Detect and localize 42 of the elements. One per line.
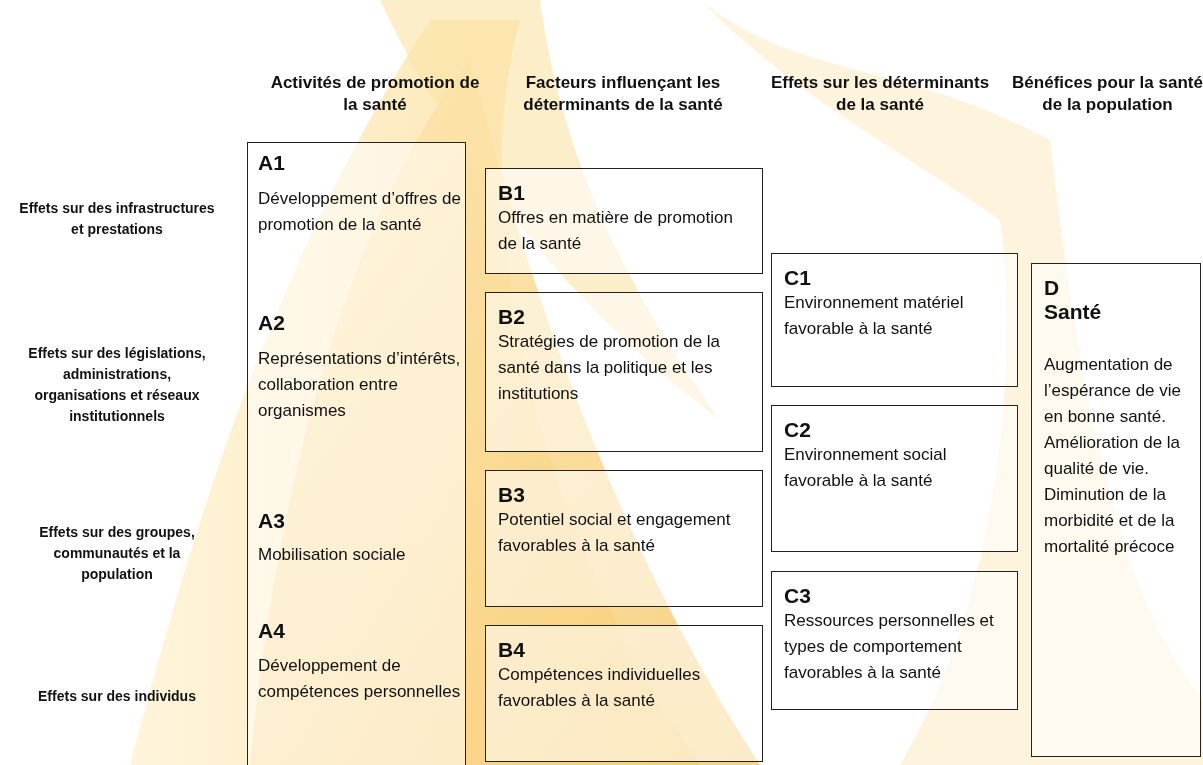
box-heading: A1 bbox=[258, 151, 286, 175]
row-header: Effets sur des infrastructures et prestations bbox=[18, 199, 216, 239]
box-heading: C2 bbox=[784, 418, 812, 442]
stage-box bbox=[485, 292, 763, 452]
box-heading: Santé bbox=[1044, 300, 1103, 324]
stage-box bbox=[247, 142, 466, 765]
stage-box bbox=[485, 470, 763, 607]
row-header: Effets sur des individus bbox=[37, 687, 197, 706]
stage-box bbox=[771, 571, 1018, 710]
box-description: Stratégies de promotion de la santé dans la politique et les institutions bbox=[498, 331, 722, 405]
box-description: Offres en matière de promotion de la santé bbox=[498, 207, 734, 255]
box-heading: B3 bbox=[498, 483, 526, 507]
stage-box bbox=[1031, 263, 1201, 757]
box-heading: D bbox=[1044, 276, 1061, 300]
box-description: Ressources personnelles et types de comportement favorables à la santé bbox=[784, 610, 995, 684]
box-description: Environnement social favorable à la santé bbox=[784, 444, 948, 492]
stage-box bbox=[771, 405, 1018, 552]
box-description: Développement de compétences personnelles bbox=[258, 655, 461, 703]
box-description: Développement d’offres de promotion de la santé bbox=[258, 188, 461, 236]
column-header: Activités de promotion de la santé bbox=[270, 72, 480, 116]
box-description: Mobilisation sociale bbox=[258, 544, 407, 566]
box-description: Potentiel social et engagement favorables à la santé bbox=[498, 509, 732, 557]
box-description: Représentations d’intérêts, collaboration entre organismes bbox=[258, 348, 461, 422]
stage-box bbox=[485, 168, 763, 274]
column-header: Bénéfices pour la santé de la population bbox=[1011, 72, 1203, 116]
box-heading: B4 bbox=[498, 638, 526, 662]
row-header: Effets sur des groupes, communautés et la population bbox=[38, 523, 196, 584]
box-heading: A3 bbox=[258, 509, 286, 533]
stage-box bbox=[485, 625, 763, 762]
box-heading: B1 bbox=[498, 181, 526, 205]
box-description: Augmentation de l’espérance de vie en bonne santé. Amélioration de la qualité de vie. Diminution de la morbidité et de la mortalité précoce bbox=[1044, 354, 1183, 558]
row-header: Effets sur des législations, administrations, organisations et réseaux institutionnels bbox=[27, 344, 207, 426]
box-heading: C3 bbox=[784, 584, 812, 608]
box-description: Environnement matériel favorable à la santé bbox=[784, 292, 965, 340]
column-header: Effets sur les déterminants de la santé bbox=[769, 72, 991, 116]
box-heading: C1 bbox=[784, 266, 812, 290]
box-heading: B2 bbox=[498, 305, 526, 329]
box-description: Compétences individuelles favorables à la santé bbox=[498, 664, 702, 712]
column-header: Facteurs influençant les déterminants de la santé bbox=[522, 72, 724, 116]
stage-box bbox=[771, 253, 1018, 387]
box-heading: A2 bbox=[258, 311, 286, 335]
box-heading: A4 bbox=[258, 619, 286, 643]
